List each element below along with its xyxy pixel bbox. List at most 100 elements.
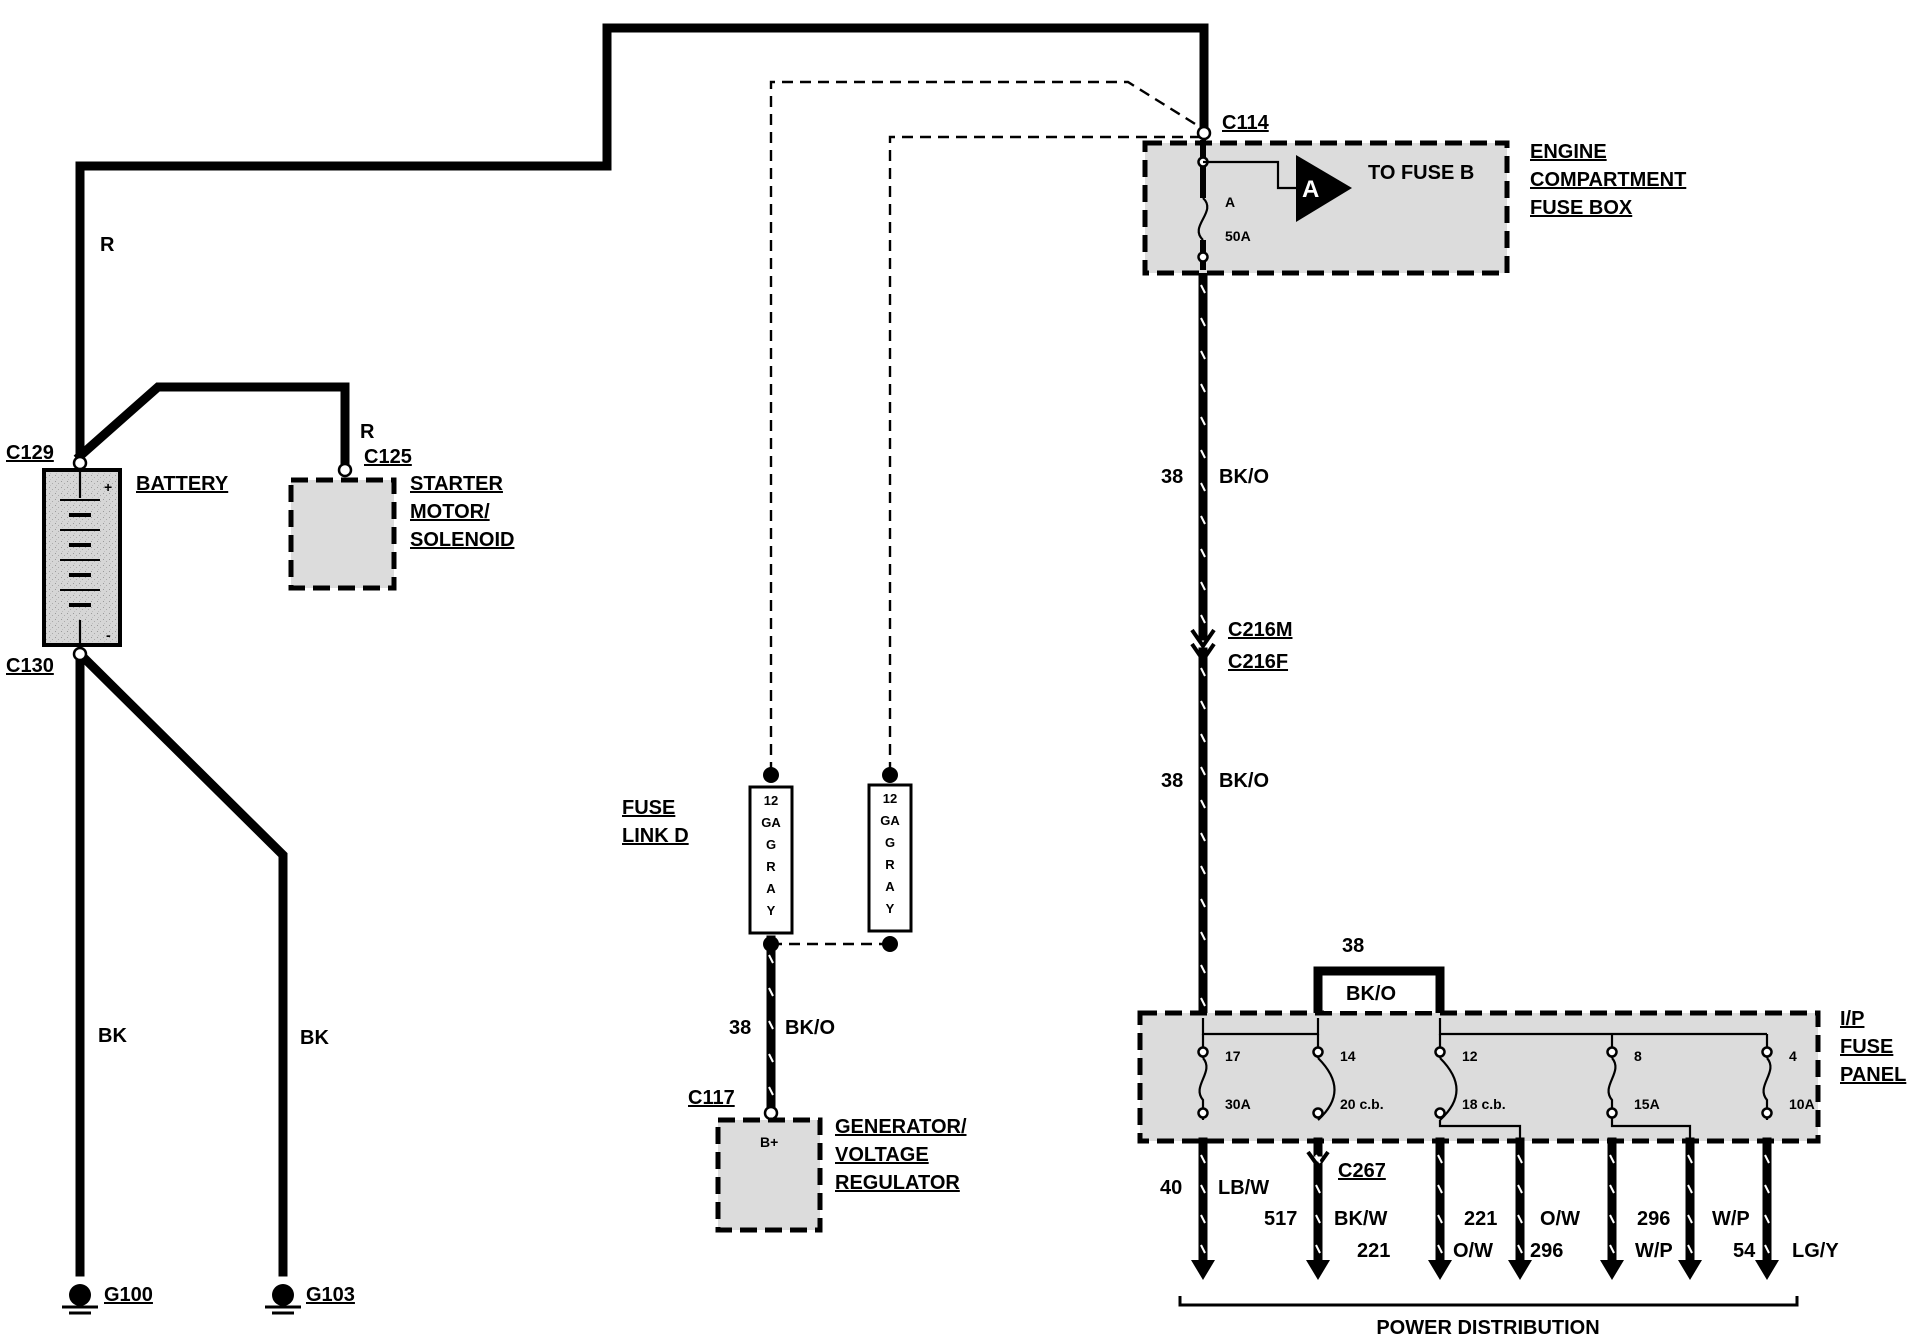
output-arrow	[1678, 1260, 1702, 1280]
output-arrow	[1191, 1260, 1215, 1280]
feed-circuit-number-2: 38	[1161, 770, 1183, 792]
ip-fuse-element	[1762, 1057, 1772, 1120]
c125-label: C125	[364, 446, 412, 468]
out-221b-number: 221	[1464, 1208, 1497, 1230]
wire-stripe-tick	[1437, 1214, 1443, 1224]
red-feed-wire	[75, 23, 1209, 461]
ip-fuse-pin	[1197, 1107, 1209, 1119]
wire-stripe-tick	[1609, 1154, 1615, 1164]
output-branch	[1438, 1120, 1522, 1142]
fuse-link-text: Y	[767, 903, 776, 918]
wire-stripe-tick	[1200, 931, 1206, 941]
fuse-a-rating: 50A	[1225, 228, 1251, 244]
power-distribution-bracket	[1178, 1296, 1799, 1307]
wire-stripe-tick	[1200, 383, 1206, 393]
wire-stripe-tick	[1200, 581, 1206, 591]
ip-fuse-pin	[1606, 1107, 1618, 1119]
feed-wire-color-2: BK/O	[1219, 770, 1269, 792]
fuse-link-text: 12	[764, 793, 778, 808]
battery-body	[42, 468, 122, 647]
output-arrow	[1755, 1260, 1779, 1280]
ip-fuse-pin	[1761, 1046, 1773, 1058]
bko-jumper-label-bg	[1324, 977, 1434, 1011]
out-54-color: LG/Y	[1792, 1240, 1839, 1262]
fuse-link-1-bottom-dot	[763, 936, 779, 952]
ip-fuse-number: 12	[1462, 1048, 1478, 1064]
to-fuse-b-wire	[1203, 160, 1296, 190]
out-517-number: 517	[1264, 1208, 1297, 1230]
wire-stripe-tick	[1687, 1184, 1693, 1194]
ip-fuse-pin	[1197, 1046, 1209, 1058]
wire-stripe-tick	[1687, 1214, 1693, 1224]
battery-label: BATTERY	[136, 473, 229, 495]
fuse-link-text: G	[766, 837, 776, 852]
fuse-a-element	[1197, 197, 1209, 241]
c114-label: C114	[1222, 112, 1270, 134]
fuse-link-text: A	[885, 879, 895, 894]
ip-fuse-rating: 10A	[1789, 1096, 1815, 1112]
wire-stripe-tick	[1517, 1214, 1523, 1224]
out-296b-number: 296	[1637, 1208, 1670, 1230]
fuse-link-wire-2	[888, 135, 1200, 773]
ip-bus-bar-left	[1201, 1018, 1320, 1036]
wire-stripe-tick	[1200, 1154, 1206, 1164]
wire-stripe-tick	[1200, 766, 1206, 776]
bko-jumper-wire	[1313, 966, 1445, 1023]
reference-a-letter: A	[1302, 176, 1319, 203]
wire-stripe-tick	[1200, 964, 1206, 974]
generator-label-2: VOLTAGE	[835, 1144, 929, 1166]
wire-stripe-tick	[768, 954, 774, 964]
wire-stripe-tick	[1437, 1184, 1443, 1194]
starter-red-label: R	[360, 421, 375, 443]
ground-wire-g103	[73, 647, 288, 1277]
c129-label: C129	[6, 442, 54, 464]
out-40-number: 40	[1160, 1177, 1182, 1199]
out-54-number: 54	[1733, 1240, 1756, 1262]
fuse-link-1	[748, 785, 794, 935]
battery-plus-sign: +	[104, 479, 112, 495]
wire-stripe-tick	[1200, 865, 1206, 875]
ip-panel-label-1: I/P	[1840, 1008, 1864, 1030]
output-arrow	[1508, 1260, 1532, 1280]
fuse-link-wire-1	[769, 80, 1201, 773]
starter-red-wire	[73, 382, 350, 474]
out-221b-color: O/W	[1540, 1208, 1580, 1230]
starter-box	[288, 477, 397, 591]
ip-fuse-element	[1607, 1057, 1617, 1120]
output-wires	[1191, 1120, 1779, 1280]
wire-stripe-tick	[1764, 1184, 1770, 1194]
fuse-link-2	[867, 783, 913, 933]
fuse-a-pin-bottom	[1197, 251, 1209, 263]
wire-stripe-tick	[1200, 614, 1206, 624]
generator-box	[715, 1117, 823, 1233]
c267-label: C267	[1338, 1160, 1386, 1182]
output-branch	[1610, 1120, 1692, 1142]
ground-g103-symbol	[265, 1284, 301, 1315]
wire-stripe-tick	[1764, 1154, 1770, 1164]
wire-stripe-tick	[1200, 449, 1206, 459]
fuse-link-text: GA	[761, 815, 781, 830]
output-arrow	[1600, 1260, 1624, 1280]
fuse-link-text: Y	[886, 901, 895, 916]
fuse-link-2-bottom-dot	[882, 936, 898, 952]
wire-stripe-tick	[1200, 284, 1206, 294]
ip-panel-label-2: FUSE	[1840, 1036, 1893, 1058]
starter-label-3: SOLENOID	[410, 529, 514, 551]
engine-fuse-box-label-3: FUSE BOX	[1530, 197, 1633, 219]
fuse-link-text: G	[885, 835, 895, 850]
ip-fuse-pin	[1761, 1107, 1773, 1119]
wire-stripe-tick	[1200, 350, 1206, 360]
battery-cells	[60, 499, 100, 607]
wire-stripe-tick	[1315, 1214, 1321, 1224]
battery-minus-sign: -	[106, 627, 111, 643]
starter-label-2: MOTOR/	[410, 501, 490, 523]
ip-fuse-number: 14	[1340, 1048, 1356, 1064]
wire-stripe-tick	[1200, 997, 1206, 1007]
c129-pin	[72, 455, 88, 471]
ip-fuse-pin	[1312, 1046, 1324, 1058]
wire-stripe-tick	[1764, 1214, 1770, 1224]
fuse-a-id: A	[1225, 194, 1235, 210]
ip-fuse-rating: 30A	[1225, 1096, 1251, 1112]
